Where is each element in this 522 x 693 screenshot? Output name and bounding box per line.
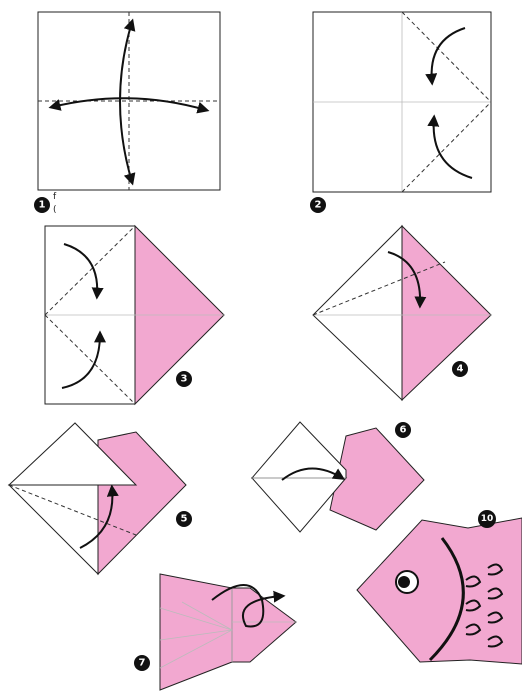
step-1-figure [37, 11, 221, 191]
step-badge-5: 5 [176, 511, 192, 527]
step-badge-2: 2 [310, 197, 326, 213]
step-badge-3-label: 3 [181, 374, 188, 385]
step-badge-2-label: 2 [315, 200, 322, 211]
step-6-fold-arrow [281, 467, 346, 481]
step-3-top-fold-arrow [63, 243, 104, 300]
step-2-bottom-fold-arrow [427, 114, 473, 179]
step-7-turn-over-arrow [211, 584, 286, 628]
step-badge-7: 7 [134, 655, 150, 671]
step-badge-4: 4 [452, 361, 468, 377]
step-badge-7-label: 7 [139, 658, 146, 669]
step-badge-6: 6 [395, 422, 411, 438]
step-7-figure [159, 573, 297, 691]
step-badge-5-label: 5 [181, 514, 188, 525]
step-1-vertical-fold-arrow [119, 18, 136, 186]
step-4-figure [312, 224, 492, 402]
step-badge-3: 3 [176, 371, 192, 387]
step-3-bottom-fold-arrow [61, 330, 106, 389]
step-4-fold-arrow [387, 251, 427, 309]
step-5-figure [7, 422, 187, 576]
step-10-finished-fish [356, 517, 522, 665]
step-2-figure [312, 11, 492, 193]
step-badge-10: 10 [478, 510, 496, 528]
step-badge-4-label: 4 [457, 364, 464, 375]
step-2-top-fold-arrow [425, 27, 466, 86]
stray-glyph-1: f [53, 192, 57, 202]
step-badge-1-label: 1 [39, 200, 46, 211]
step-6-figure [250, 421, 425, 533]
step-5-fold-arrow [79, 484, 119, 549]
step-badge-1: 1 [34, 197, 50, 213]
fish-gill-line [428, 537, 465, 662]
step-3-figure [44, 224, 225, 406]
fish-pupil [398, 576, 410, 588]
step-badge-6-label: 6 [400, 425, 407, 436]
step-badge-10-label: 10 [481, 514, 494, 524]
stray-glyph-2: ( [53, 205, 57, 215]
